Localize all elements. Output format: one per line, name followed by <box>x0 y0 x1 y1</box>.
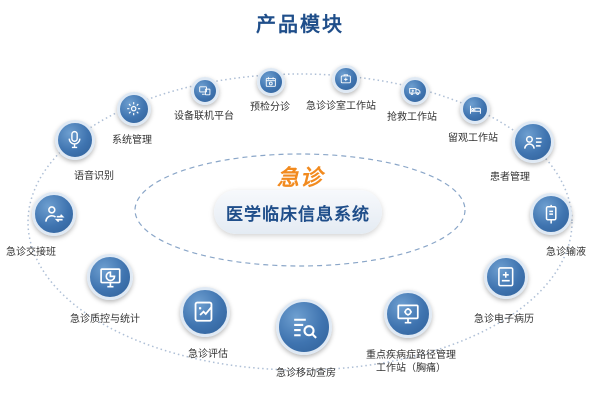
module-node-speech[interactable] <box>55 120 95 160</box>
module-label-pathway-line1: 重点疾病症路径管理 <box>366 350 456 361</box>
module-node-emr[interactable] <box>484 255 528 299</box>
devices-icon <box>199 86 211 96</box>
medical-record-icon <box>498 267 514 287</box>
module-node-consult-room[interactable] <box>332 65 360 93</box>
medical-kit-icon <box>341 74 351 84</box>
module-label-observation: 留观工作站 <box>448 133 498 144</box>
module-label-patients: 患者管理 <box>490 172 530 183</box>
module-node-mobile-rounds[interactable] <box>276 299 332 355</box>
inner-dashed-ring <box>134 153 466 267</box>
center-brand: 急诊 <box>276 166 323 191</box>
page-title: 产品模块 <box>256 12 344 36</box>
module-label-speech: 语音识别 <box>74 171 114 182</box>
module-label-equipment: 设备联机平台 <box>174 111 234 122</box>
module-label-triage: 预检分诊 <box>250 102 290 113</box>
module-label-consult-room: 急诊诊室工作站 <box>306 101 376 112</box>
module-node-quality[interactable] <box>87 254 133 300</box>
module-label-evaluation: 急诊评估 <box>188 349 228 360</box>
module-node-equipment[interactable] <box>191 77 219 105</box>
center-card <box>214 190 382 234</box>
module-node-pathway[interactable] <box>384 290 432 338</box>
module-label-pathway-line2: 工作站（胸痛） <box>376 363 446 374</box>
module-label-quality: 急诊质控与统计 <box>70 314 140 325</box>
module-label-handover: 急诊交接班 <box>6 247 56 258</box>
module-label-rescue: 抢救工作站 <box>387 112 437 123</box>
microphone-icon <box>69 131 81 149</box>
module-label-infusion: 急诊输液 <box>546 247 586 258</box>
module-label-pathway: 重点疾病症路径管理 工作站（胸痛） <box>360 349 462 375</box>
module-node-infusion[interactable] <box>530 193 572 235</box>
patient-list-icon <box>523 135 542 149</box>
module-label-mobile-rounds: 急诊移动查房 <box>276 368 336 379</box>
handover-icon <box>45 206 65 223</box>
module-node-triage[interactable] <box>257 68 285 96</box>
module-node-rescue[interactable] <box>401 77 429 105</box>
center-system-name: 医学临床信息系统 <box>226 205 370 225</box>
module-node-evaluation[interactable] <box>180 287 230 337</box>
infusion-icon <box>545 204 557 224</box>
ambulance-icon <box>409 88 421 96</box>
document-search-icon <box>293 318 317 339</box>
module-label-system: 系统管理 <box>112 135 152 146</box>
gear-icon <box>127 102 141 116</box>
module-node-handover[interactable] <box>32 192 76 236</box>
module-node-system[interactable] <box>117 92 151 126</box>
outer-dotted-ring <box>27 73 573 371</box>
module-node-observation[interactable] <box>460 94 490 124</box>
evaluation-icon <box>194 301 213 322</box>
module-label-emr: 急诊电子病历 <box>474 314 534 325</box>
monitor-gear-icon <box>397 304 419 324</box>
module-node-patients[interactable] <box>512 121 554 163</box>
calendar-icon <box>266 77 276 87</box>
bed-icon <box>469 105 481 114</box>
chart-screen-icon <box>99 267 121 288</box>
